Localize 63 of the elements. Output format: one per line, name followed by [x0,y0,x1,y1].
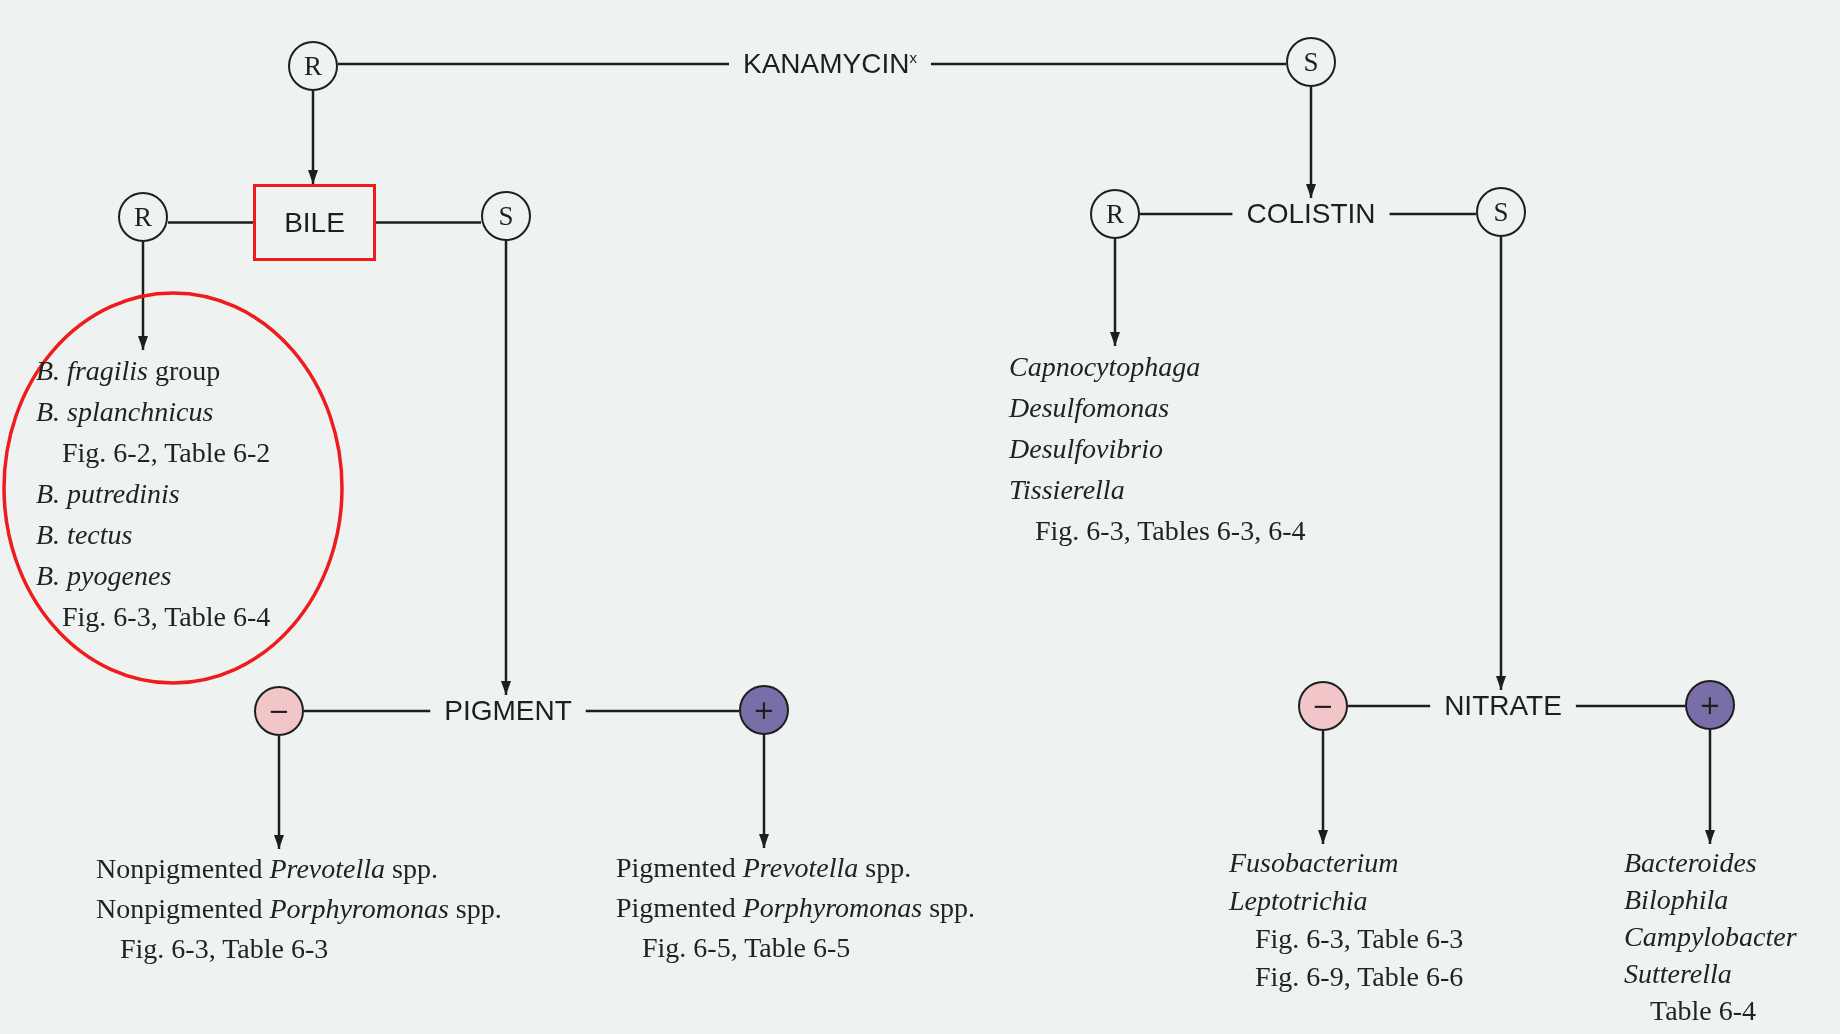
test-name: KANAMYCIN$^{x}$ [729,48,931,80]
list-entry: Fig. 6-3, Table 6-4 [61,600,271,634]
result-circle: + [1685,680,1735,730]
taxon-name: Desulfovibrio [1009,432,1164,466]
connector-line [338,62,729,66]
arrow [1318,731,1328,844]
test-name: NITRATE [1430,690,1576,722]
arrow [1110,239,1120,346]
connector-line [304,709,431,713]
taxon-name: Bilophila [1624,883,1730,917]
connector-line [931,62,1286,66]
result-circle: R [1090,189,1140,239]
taxon-name: Leptotrichia [1229,884,1369,918]
list-entry: Nonpigmented Prevotella spp. [96,852,439,886]
taxon-name: Tissierella [1009,473,1126,507]
result-circle: R [118,192,168,242]
connector-line [1140,212,1233,216]
taxon-name: Capnocytophaga [1009,350,1202,384]
taxon-name: Sutterella [1624,957,1733,991]
arrow [1496,237,1506,690]
arrow [308,91,318,184]
arrow [1306,87,1316,198]
result-circle: S [481,191,531,241]
list-entry: Nonpigmented Porphyromonas spp. [96,892,502,926]
result-circle: − [1298,681,1348,731]
arrow [501,241,511,695]
taxon-name: B. splanchnicus [36,395,215,429]
connector-line [585,709,739,713]
list-entry: Fig. 6-2, Table 6-2 [61,436,271,470]
test-name: PIGMENT [430,695,586,727]
result-circle: − [254,686,304,736]
test-name-box: BILE [253,184,376,261]
connector-line [168,221,253,224]
arrow [274,736,284,849]
list-entry: B. fragilis group [36,354,222,388]
taxon-name: Fusobacterium [1229,846,1400,880]
result-circle: S [1476,187,1526,237]
arrow [1705,730,1715,844]
result-circle: S [1286,37,1336,87]
highlight-ellipse [2,291,344,685]
connector-line [376,221,481,224]
list-entry: Table 6-4 [1649,994,1758,1028]
list-entry: Fig. 6-3, Table 6-3 [1254,922,1464,956]
list-entry: Fig. 6-3, Table 6-3 [119,932,330,966]
list-entry: Pigmented Prevotella spp. [616,851,913,885]
test-name: COLISTIN [1232,198,1390,230]
taxon-name: B. pyogenes [36,559,173,593]
connector-line [1575,704,1685,708]
list-entry: Fig. 6-3, Tables 6-3, 6-4 [1034,514,1306,548]
result-circle: R [288,41,338,91]
list-entry: Pigmented Porphyromonas spp. [616,891,976,925]
connector-line [1348,704,1431,708]
taxon-name: Campylobacter [1624,920,1797,954]
list-entry: Fig. 6-5, Table 6-5 [641,931,852,965]
result-circle: + [739,685,789,735]
connector-line [1389,212,1476,216]
list-entry: Fig. 6-9, Table 6-6 [1254,960,1464,994]
taxon-name: Bacteroides [1624,846,1758,880]
taxon-name: B. tectus [36,518,134,552]
taxon-name: B. putredinis [36,477,181,511]
arrow [759,735,769,848]
taxon-name: Desulfomonas [1009,391,1171,425]
arrow [138,242,148,350]
